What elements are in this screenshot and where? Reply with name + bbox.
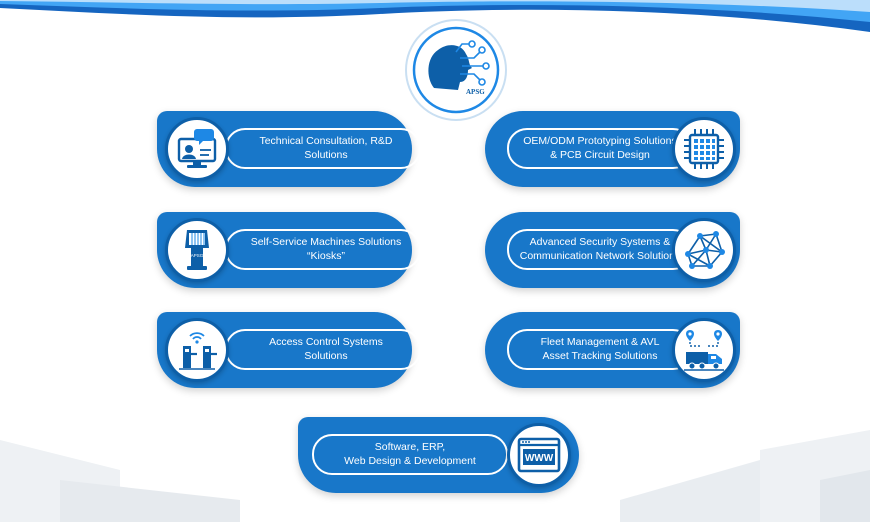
service-card-technical[interactable]: Technical Consultation, R&D Solutions [157, 111, 421, 187]
service-card-kiosks[interactable]: Self-Service Machines Solutions “Kiosks”… [157, 212, 421, 288]
network-icon [672, 218, 736, 282]
apsg-logo: APSG [404, 18, 508, 122]
service-card-fleet[interactable]: Fleet Management & AVL Asset Tracking So… [485, 312, 740, 388]
service-card-security[interactable]: Advanced Security Systems & Communicatio… [485, 212, 740, 288]
www-text: WWW [525, 453, 554, 464]
service-label: Self-Service Machines Solutions “Kiosks” [225, 229, 421, 270]
service-card-oem-odm[interactable]: OEM/ODM Prototyping Solutions & PCB Circ… [485, 111, 740, 187]
consultation-icon [165, 117, 229, 181]
service-label: Advanced Security Systems & Communicatio… [507, 229, 693, 270]
service-label: Technical Consultation, R&D Solutions [225, 128, 421, 169]
service-card-access-control[interactable]: Access Control Systems Solutions [157, 312, 421, 388]
kiosk-text: APSG [191, 253, 204, 258]
service-label: Fleet Management & AVL Asset Tracking So… [507, 329, 693, 370]
service-label: OEM/ODM Prototyping Solutions & PCB Circ… [507, 128, 693, 169]
turnstile-icon [165, 318, 229, 382]
top-wave-decoration [0, 0, 870, 32]
logo-text: APSG [466, 88, 485, 96]
service-card-software[interactable]: Software, ERP, Web Design & Development … [298, 417, 579, 493]
truck-tracking-icon [672, 318, 736, 382]
service-label: Software, ERP, Web Design & Development [312, 434, 508, 475]
service-label: Access Control Systems Solutions [225, 329, 421, 370]
kiosk-icon: APSG [165, 218, 229, 282]
chip-icon [672, 117, 736, 181]
bottom-background-decoration [0, 430, 870, 522]
www-icon: WWW [507, 423, 571, 487]
